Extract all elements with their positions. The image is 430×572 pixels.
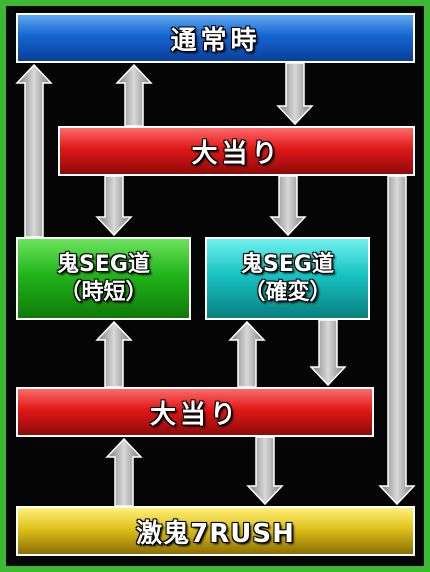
arrow-jackpot-to-rush bbox=[378, 175, 416, 506]
jackpot-bottom-label: 大当り bbox=[149, 399, 240, 430]
arrow-jackpot-bottom-to-rush bbox=[246, 436, 284, 506]
jackpot-top-label: 大当り bbox=[191, 138, 282, 169]
oni-seg-short-box: 鬼SEG道 （時短） bbox=[16, 237, 191, 320]
oni-seg-short-line2: （時短） bbox=[59, 279, 148, 305]
arrow-short-to-normal bbox=[15, 63, 53, 238]
arrow-jackpot-to-prob bbox=[269, 175, 307, 237]
arrow-jackpot-to-short bbox=[95, 175, 133, 237]
arrow-jackpot-bottom-to-short bbox=[95, 320, 133, 388]
arrow-rush-to-jackpot-bottom bbox=[105, 437, 143, 507]
rush-box: 激鬼7RUSH bbox=[16, 506, 415, 556]
oni-seg-prob-box: 鬼SEG道 （確変） bbox=[205, 237, 370, 320]
oni-seg-prob-line1: 鬼SEG道 bbox=[241, 251, 334, 277]
jackpot-top-box: 大当り bbox=[58, 126, 415, 176]
oni-seg-prob-line2: （確変） bbox=[243, 279, 332, 305]
arrow-normal-to-jackpot bbox=[276, 62, 314, 126]
arrow-jackpot-to-normal bbox=[115, 63, 153, 127]
jackpot-bottom-box: 大当り bbox=[16, 387, 374, 437]
arrow-prob-to-jackpot-bottom bbox=[309, 319, 347, 387]
normal-state-label: 通常時 bbox=[170, 25, 261, 56]
oni-seg-short-line1: 鬼SEG道 bbox=[57, 251, 150, 277]
normal-state-box: 通常時 bbox=[16, 13, 415, 63]
arrow-jackpot-bottom-to-prob bbox=[228, 320, 266, 388]
rush-label: 激鬼7RUSH bbox=[136, 518, 295, 549]
